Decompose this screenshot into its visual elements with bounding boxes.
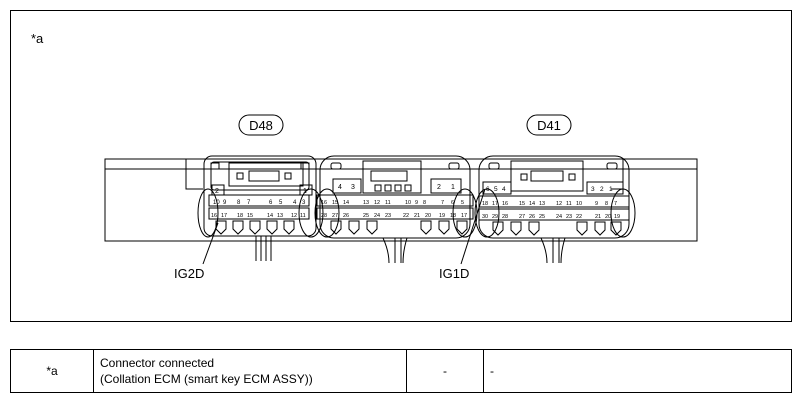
legend-description-line2: (Collation ECM (smart key ECM ASSY)) — [100, 372, 313, 386]
pin-label: 28 — [321, 213, 327, 219]
pointer-line-ig1d — [460, 188, 486, 265]
pin-label: 3 — [591, 186, 595, 193]
pin-label: 14 — [267, 213, 273, 219]
pointer-label-ig2d: IG2D — [174, 266, 204, 281]
pin-label: 19 — [439, 213, 445, 219]
pin-label: 29 — [492, 214, 498, 220]
legend-col3: - — [406, 349, 484, 393]
pin-label: 18 — [237, 213, 243, 219]
legend-table: *a Connector connected (Collation ECM (s… — [10, 349, 792, 393]
pin-label: 1 — [303, 188, 307, 195]
pin-label: 2 — [600, 186, 604, 193]
pin-label: 13 — [363, 200, 369, 206]
legend-description: Connector connected (Collation ECM (smar… — [93, 349, 407, 393]
pin-label: 8 — [237, 200, 241, 206]
pin-label: 30 — [482, 214, 488, 220]
connector-mid — [314, 155, 478, 264]
pointer-line-ig2d — [202, 222, 219, 265]
pin-label: 22 — [403, 213, 409, 219]
pin-label: 23 — [566, 214, 572, 220]
pin-label: 18 — [482, 201, 488, 207]
pin-label: 11 — [566, 201, 572, 207]
pin-label: 4 — [502, 186, 506, 193]
connector-label-d48: D48 — [249, 118, 273, 133]
pin-label: 21 — [595, 214, 601, 220]
connector-label-d41: D41 — [537, 118, 561, 133]
pin-label: 13 — [277, 213, 283, 219]
pin-label: 15 — [519, 201, 525, 207]
connector-d41 — [474, 155, 636, 264]
pin-label: 4 — [338, 184, 342, 191]
pin-label: 4 — [293, 200, 297, 206]
pin-label: 8 — [605, 201, 608, 207]
pin-label: 5 — [461, 200, 464, 206]
pin-label: 10 — [213, 200, 220, 206]
pin-label: 12 — [556, 201, 562, 207]
pin-label: 19 — [614, 214, 620, 220]
marker-label: *a — [31, 31, 44, 46]
legend-description-line1: Connector connected — [100, 356, 215, 370]
pin-label: 7 — [614, 201, 617, 207]
pin-label: 17 — [221, 213, 227, 219]
pin-label: 13 — [539, 201, 545, 207]
pin-label: 27 — [519, 214, 525, 220]
label-bubble-d41 — [526, 114, 572, 136]
pin-label: 3 — [302, 200, 306, 206]
legend-key: *a — [10, 349, 94, 393]
pin-label: 6 — [451, 200, 454, 206]
pin-label: 17 — [492, 201, 498, 207]
pin-label: 15 — [332, 200, 338, 206]
pin-label: 9 — [595, 201, 598, 207]
pin-label: 2 — [437, 184, 441, 191]
pointer-label-ig1d: IG1D — [439, 266, 469, 281]
pin-label: 7 — [441, 200, 444, 206]
pin-label: 26 — [529, 214, 535, 220]
pin-label: 1 — [451, 184, 455, 191]
pin-label: 5 — [279, 200, 283, 206]
pin-label: 26 — [343, 213, 349, 219]
pin-label: 25 — [363, 213, 369, 219]
pin-label: 28 — [502, 214, 508, 220]
pin-label: 16 — [321, 200, 327, 206]
pin-label: 18 — [450, 213, 456, 219]
pin-label: 16 — [211, 213, 217, 219]
pin-label: 25 — [539, 214, 545, 220]
pin-label: 10 — [405, 200, 411, 206]
legend-row: *a Connector connected (Collation ECM (s… — [10, 349, 792, 393]
pin-label: 14 — [529, 201, 535, 207]
legend-col4: - — [483, 349, 792, 393]
connector-d48 — [197, 155, 324, 261]
pin-label: 11 — [385, 200, 391, 206]
pin-label: 20 — [605, 214, 611, 220]
pin-label: 24 — [556, 214, 562, 220]
pin-label: 9 — [223, 200, 227, 206]
pin-label: 7 — [247, 200, 251, 206]
connector-figure: *a D48 D41 IG2D IG1D 2 1 10 9 8 7 6 5 4 … — [10, 10, 792, 322]
pin-label: 6 — [486, 186, 490, 193]
pin-label: 6 — [269, 200, 273, 206]
pin-label: 27 — [332, 213, 338, 219]
pin-label: 1 — [609, 186, 613, 193]
pin-label: 10 — [576, 201, 582, 207]
pin-label: 16 — [502, 201, 508, 207]
pin-label: 15 — [247, 213, 253, 219]
pin-label: 21 — [414, 213, 420, 219]
pin-label: 2 — [215, 188, 219, 195]
pin-label: 9 — [415, 200, 418, 206]
housing-plate — [104, 158, 698, 242]
pin-label: 11 — [300, 213, 306, 219]
pin-label: 17 — [461, 213, 467, 219]
pin-label: 14 — [343, 200, 349, 206]
connector-diagram: *a D48 D41 IG2D IG1D 2 1 10 9 8 7 6 5 4 … — [31, 31, 698, 281]
pin-label: 23 — [385, 213, 391, 219]
pin-label: 3 — [351, 184, 355, 191]
pin-label: 12 — [374, 200, 380, 206]
pin-label: 5 — [494, 186, 498, 193]
pin-label: 20 — [425, 213, 431, 219]
pin-label: 8 — [423, 200, 426, 206]
label-bubble-d48 — [238, 114, 284, 136]
pin-label: 22 — [576, 214, 582, 220]
pin-label: 24 — [374, 213, 380, 219]
pin-label: 12 — [291, 213, 297, 219]
